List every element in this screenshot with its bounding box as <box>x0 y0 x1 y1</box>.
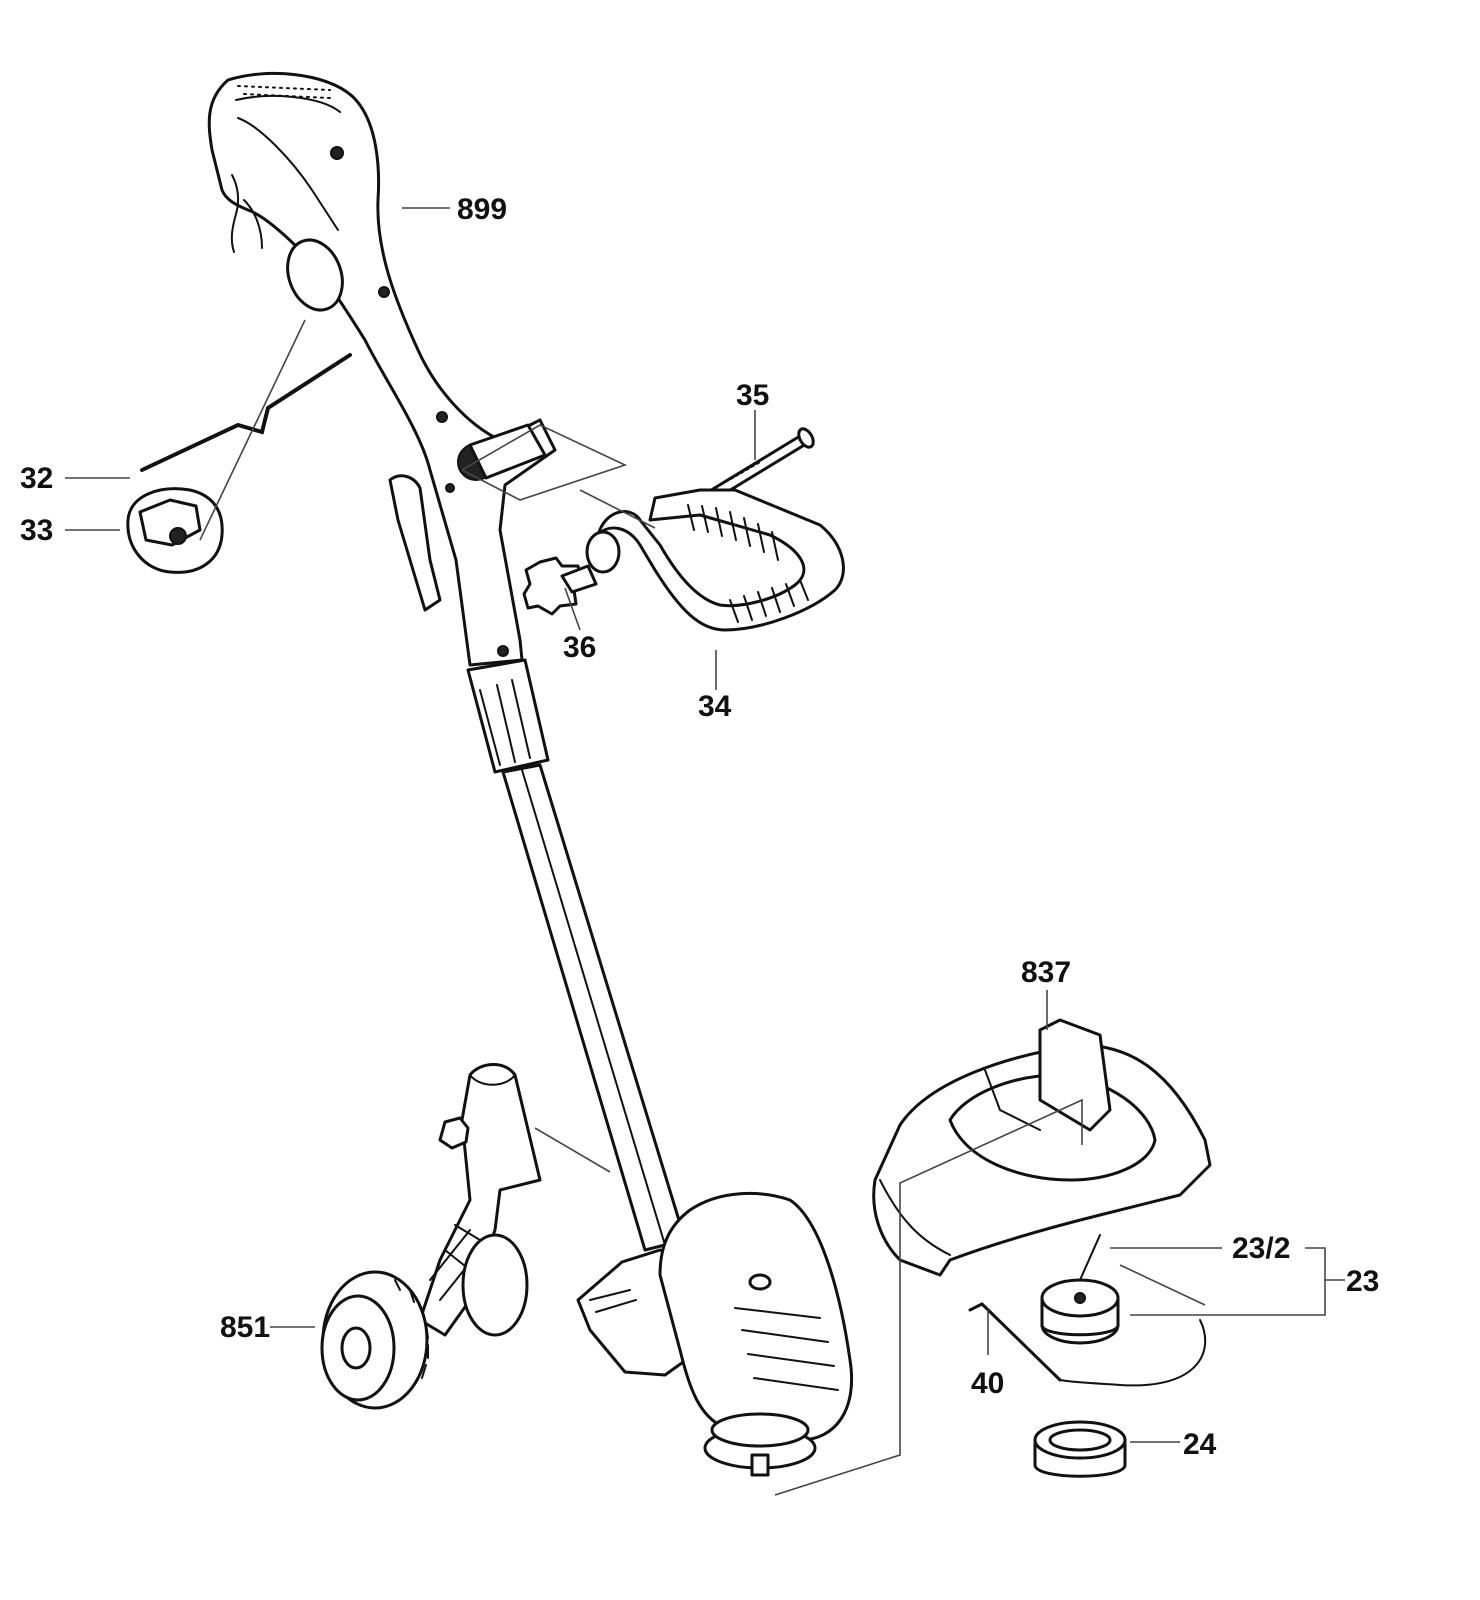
part-switch-cap <box>126 487 224 574</box>
callout-23: 23 <box>1346 1265 1379 1298</box>
callout-34: 34 <box>698 690 732 723</box>
part-spring <box>140 353 352 472</box>
callout-899: 899 <box>457 193 507 226</box>
callout-35: 35 <box>736 379 769 412</box>
part-star-knob <box>522 556 598 616</box>
part-handle-housing <box>207 71 557 667</box>
callout-23-2: 23/2 <box>1232 1232 1290 1265</box>
callout-33: 33 <box>20 514 53 547</box>
part-spool <box>1040 1234 1207 1387</box>
part-wire-clip <box>968 1302 1062 1382</box>
leader-lines <box>65 207 1345 1496</box>
callout-36: 36 <box>563 631 596 664</box>
callout-24: 24 <box>1183 1428 1217 1461</box>
part-spool-cover <box>1033 1420 1127 1478</box>
part-motor-head <box>576 1192 854 1477</box>
part-auxiliary-handle <box>585 488 845 632</box>
part-guard <box>872 1018 1212 1277</box>
callout-32: 32 <box>20 462 53 495</box>
callout-40: 40 <box>971 1367 1004 1400</box>
part-clamp-screw <box>706 427 815 502</box>
callout-851: 851 <box>220 1311 270 1344</box>
part-shaft-collar <box>466 658 550 774</box>
callout-837: 837 <box>1021 956 1071 989</box>
part-wheel-guide <box>320 1063 542 1410</box>
